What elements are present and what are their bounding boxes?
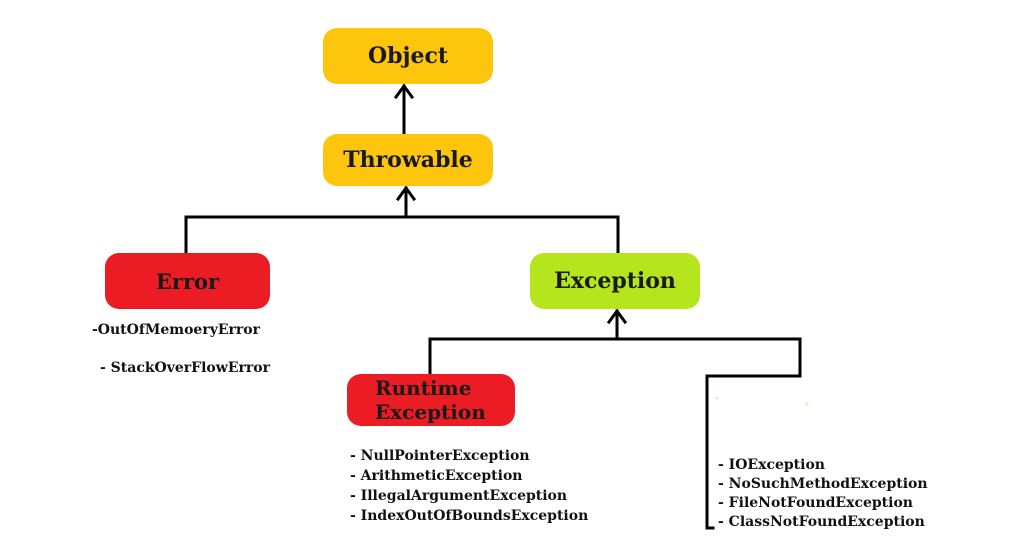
node-error: Error: [105, 253, 270, 309]
node-throwable-label: Throwable: [343, 147, 473, 173]
node-runtime-exception: Runtime Exception: [347, 374, 515, 426]
node-exception: Exception: [530, 253, 700, 309]
node-exception-label: Exception: [554, 268, 676, 294]
error-subclass-list: -OutOfMemoeryError - StackOverFlowError: [92, 320, 270, 378]
node-object: Object: [323, 28, 493, 84]
list-item: - ClassNotFoundException: [718, 514, 925, 530]
list-item: - NullPointerException: [350, 448, 530, 464]
node-throwable: Throwable: [323, 134, 493, 186]
list-item: - IllegalArgumentException: [350, 488, 568, 504]
node-object-label: Object: [367, 43, 449, 69]
list-item: - FileNotFoundException: [718, 495, 913, 511]
decorative-dot-1: [715, 396, 719, 400]
list-item: - StackOverFlowError: [100, 360, 270, 376]
decorative-dot-2: [805, 402, 809, 406]
arrowhead-object: [393, 83, 415, 100]
list-item: - NoSuchMethodException: [718, 476, 928, 492]
list-item: - ArithmeticException: [350, 468, 523, 484]
node-runtime-label-line2: Exception: [375, 400, 486, 424]
arrowhead-exception: [606, 308, 628, 325]
node-runtime-label-line1: Runtime: [375, 376, 472, 400]
list-item: - IOException: [718, 457, 825, 473]
list-item: -OutOfMemoeryError: [92, 322, 260, 338]
checked-exception-list: - IOException - NoSuchMethodException - …: [718, 456, 928, 532]
node-error-label: Error: [155, 268, 220, 294]
runtime-subclass-list: - NullPointerException - ArithmeticExcep…: [350, 446, 588, 526]
list-item: - IndexOutOfBoundsException: [350, 508, 589, 524]
arrowhead-throwable: [395, 185, 417, 202]
